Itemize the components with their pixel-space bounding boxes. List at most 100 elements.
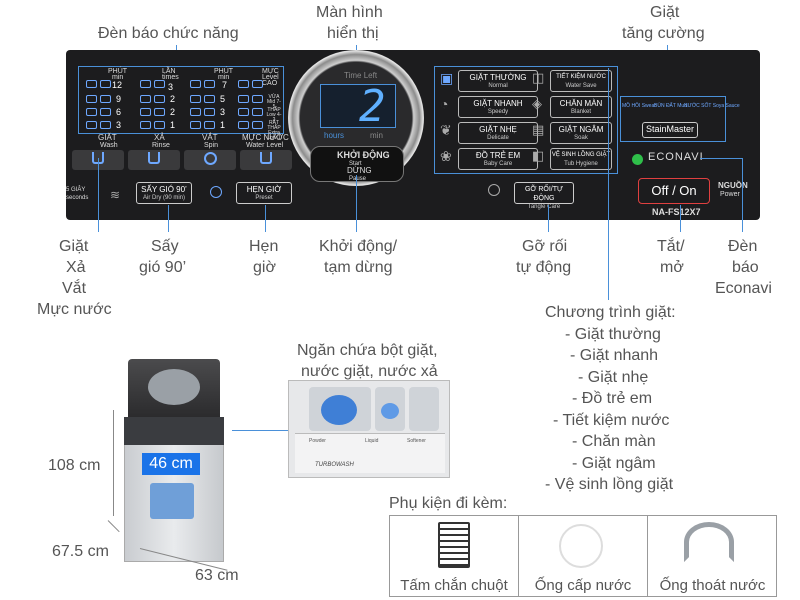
label-spin: Vắt [62, 280, 87, 297]
label-wash: Giặt [59, 238, 89, 255]
stainmaster-box [620, 96, 726, 142]
pause-vi: DỪNG [347, 166, 372, 175]
hdr-level-vi: MỰC [262, 68, 279, 75]
power-vi: NGUỒN [718, 181, 748, 190]
start-vi: KHỞI ĐỘNG [337, 150, 390, 160]
label-econavi-3: Econavi [715, 280, 772, 297]
drawer-liquid: Liquid [365, 438, 379, 444]
lcd-display: 2 [320, 81, 396, 132]
label-econavi-2: báo [732, 259, 759, 276]
row1-spin: 5 [220, 94, 226, 104]
row2-wash: 6 [116, 107, 122, 117]
water-level-icon [260, 152, 272, 164]
dim-length: 63 cm [195, 567, 239, 584]
blanket-icon: ◈ [532, 96, 542, 111]
start-pause-button[interactable]: KHỞI ĐỘNG Start DỪNG Pause [310, 146, 404, 182]
drawer-powder: Powder [309, 438, 326, 444]
giay-text: 5 GIÂY [66, 187, 86, 193]
hdr-wash-val: 12 [112, 80, 123, 90]
speedy-icon: ◔ [440, 96, 449, 112]
water-save-vi: TIẾT KIỆM NƯỚC [556, 74, 606, 80]
air-dry-button[interactable]: SẤY GIÓ 90’ Air Dry (90 min) [136, 182, 192, 204]
program-1: - Giặt thường [565, 326, 661, 343]
label-boost-2: tăng cường [622, 25, 705, 42]
label-tangle-1: Gỡ rối [522, 238, 568, 255]
rinse-icon [148, 152, 160, 164]
baby-care-icon: ❀ [440, 148, 452, 164]
label-water-level: Mực nước [37, 301, 112, 318]
drawer-brand: TURBOWASH [315, 462, 354, 468]
machine-graphic [150, 483, 194, 519]
stainmaster-button[interactable]: StainMaster [642, 122, 698, 138]
label-power-1: Tắt/ [657, 238, 685, 255]
accessory-drain-hose: Ống thoát nước [648, 516, 777, 596]
soak-vi: GIẶT NGÂM [558, 125, 604, 134]
program-2: - Giặt nhanh [570, 347, 659, 364]
power-button[interactable]: Off / On [638, 178, 710, 204]
rinse-button[interactable] [128, 150, 180, 170]
program-5: - Tiết kiệm nước [553, 412, 670, 429]
key-level-vi: MỰC NƯỚC [242, 133, 289, 142]
water-save-icon: ◫ [532, 70, 545, 85]
label-timer-1: Hẹn [249, 238, 279, 255]
tangle-care-button[interactable]: GỠ RỐI/TỰ ĐỘNG Tangle Care [514, 182, 574, 210]
label-start-2: tạm dừng [324, 259, 393, 276]
liquid-cup-icon [381, 403, 399, 419]
washing-machine-image: 46 cm [120, 355, 230, 565]
label-display-2: hiển thị [327, 25, 379, 42]
hdr-rinse-en: times [162, 74, 179, 81]
inlet-hose-icon [559, 524, 603, 568]
stain-mud: BÙN ĐẤT Mud [654, 103, 687, 109]
label-display-1: Màn hình [316, 4, 383, 21]
hdr-spin-vi: PHÚT [214, 68, 234, 75]
label-econavi-1: Đèn [728, 238, 758, 255]
program-box [434, 66, 618, 174]
water-level-button[interactable] [240, 150, 292, 170]
drawer-label-1: Ngăn chứa bột giặt, [297, 342, 438, 359]
preset-button[interactable]: HẸN GIỜ Preset [236, 182, 292, 204]
tub-hygiene-en: Tub Hygiene [564, 161, 598, 167]
accessory-2-label: Ống cấp nước [534, 577, 632, 594]
key-wash-vi: GIẶT [98, 133, 117, 142]
seconds-text: seconds [66, 195, 89, 201]
spin-button[interactable] [184, 150, 236, 170]
air-dry-vi: SẤY GIÓ 90’ [141, 185, 187, 194]
accessories-title: Phụ kiện đi kèm: [389, 495, 508, 512]
program-7: - Giặt ngâm [572, 455, 656, 472]
air-dry-en: Air Dry (90 min) [142, 195, 185, 201]
stain-soya: NƯỚC SỐT Soya Sauce [684, 103, 740, 109]
hdr-level-val: CAO [262, 80, 278, 87]
programs-title: Chương trình giặt: [545, 304, 676, 321]
pause-en: Pause [349, 176, 367, 182]
program-4: - Đồ trẻ em [572, 390, 653, 407]
accessory-3-label: Ống thoát nước [659, 577, 766, 594]
normal-icon: ▣ [440, 70, 454, 86]
hdr-rinse-val: 3 [168, 82, 174, 92]
row3-spin: 1 [220, 120, 226, 130]
start-en: Start [349, 161, 362, 167]
speedy-vi: GIẶT NHANH [473, 99, 523, 108]
function-light-box [78, 66, 284, 134]
drawer-label-2: nước giặt, nước xả [301, 363, 438, 380]
powder-cup-icon [321, 395, 357, 425]
row2-spin: 3 [220, 107, 226, 117]
time-left-label: Time Left [344, 71, 378, 80]
preset-vi: HẸN GIỜ [246, 185, 282, 194]
hdr-spin-val: 7 [222, 80, 228, 90]
stainmaster-label: StainMaster [645, 124, 695, 134]
blanket-en: Blanket [570, 109, 591, 115]
hdr-wash-vi: PHÚT [108, 68, 128, 75]
water-save-button[interactable]: TIẾT KIỆM NƯỚC Water Save [550, 70, 612, 92]
key-rinse-en: Rinse [152, 142, 170, 149]
normal-vi: GIẶT THƯỜNG [469, 73, 527, 82]
speedy-en: Speedy [487, 109, 509, 115]
delicate-icon: ❦ [440, 122, 452, 138]
water-save-en: Water Save [565, 83, 597, 89]
